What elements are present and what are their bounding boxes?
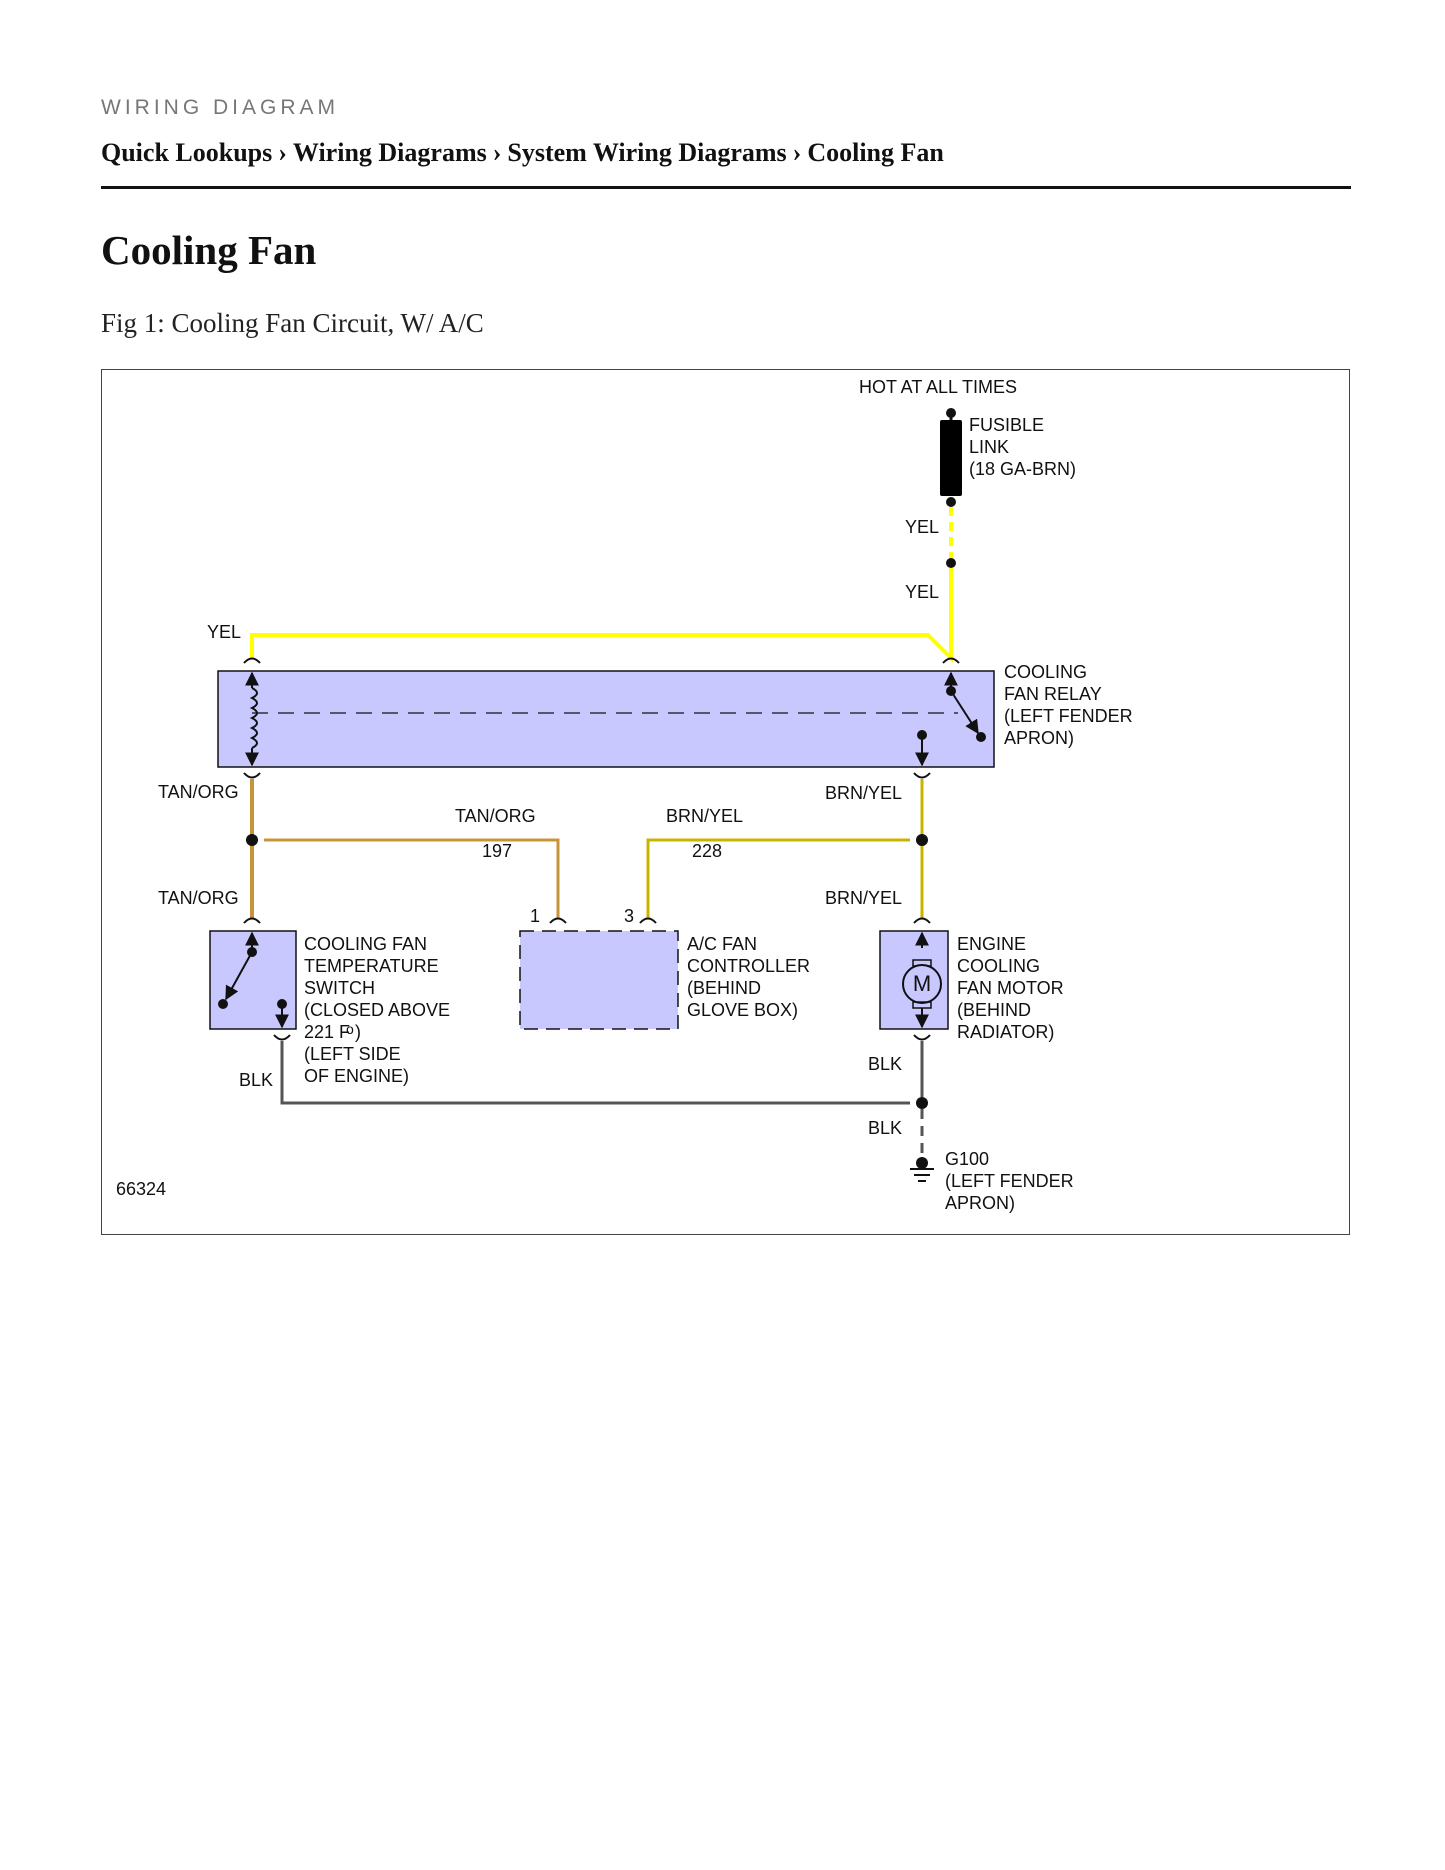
yel-splice-node	[946, 558, 956, 568]
breadcrumb-system-wiring-diagrams[interactable]: System Wiring Diagrams	[507, 138, 787, 167]
wire-label-yel-upper: YEL	[905, 517, 939, 537]
brn-yel-wire-to-controller	[646, 838, 910, 918]
wire-label-tan-org-upper: TAN/ORG	[158, 782, 239, 802]
degree-symbol: o	[346, 1021, 354, 1037]
figure-caption: Fig 1: Cooling Fan Circuit, W/ A/C	[101, 308, 484, 338]
breadcrumb-separator: ›	[792, 138, 802, 167]
wire-label-tan-org-controller: TAN/ORG	[455, 806, 536, 826]
wire-label-yel-left: YEL	[207, 622, 241, 642]
controller-pin-3: 3	[624, 906, 634, 926]
temperature-switch-contact-icon	[225, 951, 253, 1001]
motor-symbol: M	[913, 971, 931, 996]
fan-motor-label: ENGINE COOLING FAN MOTOR (BEHIND RADIATO…	[957, 934, 1069, 1042]
blk-splice-node	[916, 1097, 928, 1109]
controller-pin-1: 1	[530, 906, 540, 926]
fusible-link-output-node	[946, 497, 956, 507]
ac-fan-controller-label: A/C FAN CONTROLLER (BEHIND GLOVE BOX)	[687, 934, 815, 1020]
relay-switch-contact-icon	[950, 690, 979, 735]
wire-label-brn-yel-lower: BRN/YEL	[825, 888, 902, 908]
tan-org-wire-to-controller	[264, 838, 560, 918]
figure-id: 66324	[116, 1179, 166, 1199]
wiring-diagram-figure: HOT AT ALL TIMES FUSIBLE LINK (18 GA-BRN…	[101, 369, 1350, 1235]
relay-coil-icon	[249, 687, 258, 749]
fusible-link-label: FUSIBLE LINK (18 GA-BRN)	[969, 415, 1076, 479]
cooling-fan-relay-label: COOLING FAN RELAY (LEFT FENDER APRON)	[1004, 662, 1138, 748]
wire-label-brn-yel-controller: BRN/YEL	[666, 806, 743, 826]
wire-label-tan-org-lower: TAN/ORG	[158, 888, 239, 908]
wire-label-yel-lower: YEL	[905, 582, 939, 602]
wiring-diagram: HOT AT ALL TIMES FUSIBLE LINK (18 GA-BRN…	[116, 377, 1138, 1213]
brn-yel-splice-node	[916, 834, 928, 846]
ac-fan-controller-box	[519, 930, 679, 1030]
breadcrumb-quick-lookups[interactable]: Quick Lookups	[101, 138, 273, 167]
cooling-fan-relay-box	[217, 670, 995, 768]
breadcrumb-separator: ›	[278, 138, 287, 167]
blk-wire-switch-ground	[280, 1041, 910, 1105]
circuit-number-228: 228	[692, 841, 722, 861]
section-eyebrow: WIRING DIAGRAM	[101, 96, 339, 119]
yel-wire-relay-feed	[250, 568, 953, 663]
breadcrumb-wiring-diagrams[interactable]: Wiring Diagrams	[292, 138, 487, 167]
breadcrumb: Quick Lookups›Wiring Diagrams›System Wir…	[101, 138, 1351, 189]
circuit-number-197: 197	[482, 841, 512, 861]
ground-g100-label: G100 (LEFT FENDER APRON)	[945, 1149, 1079, 1213]
temperature-switch-label: COOLING FAN TEMPERATURE SWITCH (CLOSED A…	[304, 934, 455, 1086]
motor-icon	[902, 964, 942, 1004]
wire-label-blk-ground: BLK	[868, 1118, 902, 1138]
wire-label-blk-motor: BLK	[868, 1054, 902, 1074]
fusible-link-icon	[940, 420, 962, 496]
tan-org-splice-node	[246, 834, 258, 846]
wire-label-brn-yel-upper: BRN/YEL	[825, 783, 902, 803]
ground-icon	[910, 1157, 934, 1182]
breadcrumb-current-page: Cooling Fan	[807, 138, 944, 167]
wire-label-blk-switch: BLK	[239, 1070, 273, 1090]
hot-at-all-times-label: HOT AT ALL TIMES	[859, 377, 1017, 397]
breadcrumb-separator: ›	[492, 138, 502, 167]
page-title: Cooling Fan	[101, 227, 317, 273]
